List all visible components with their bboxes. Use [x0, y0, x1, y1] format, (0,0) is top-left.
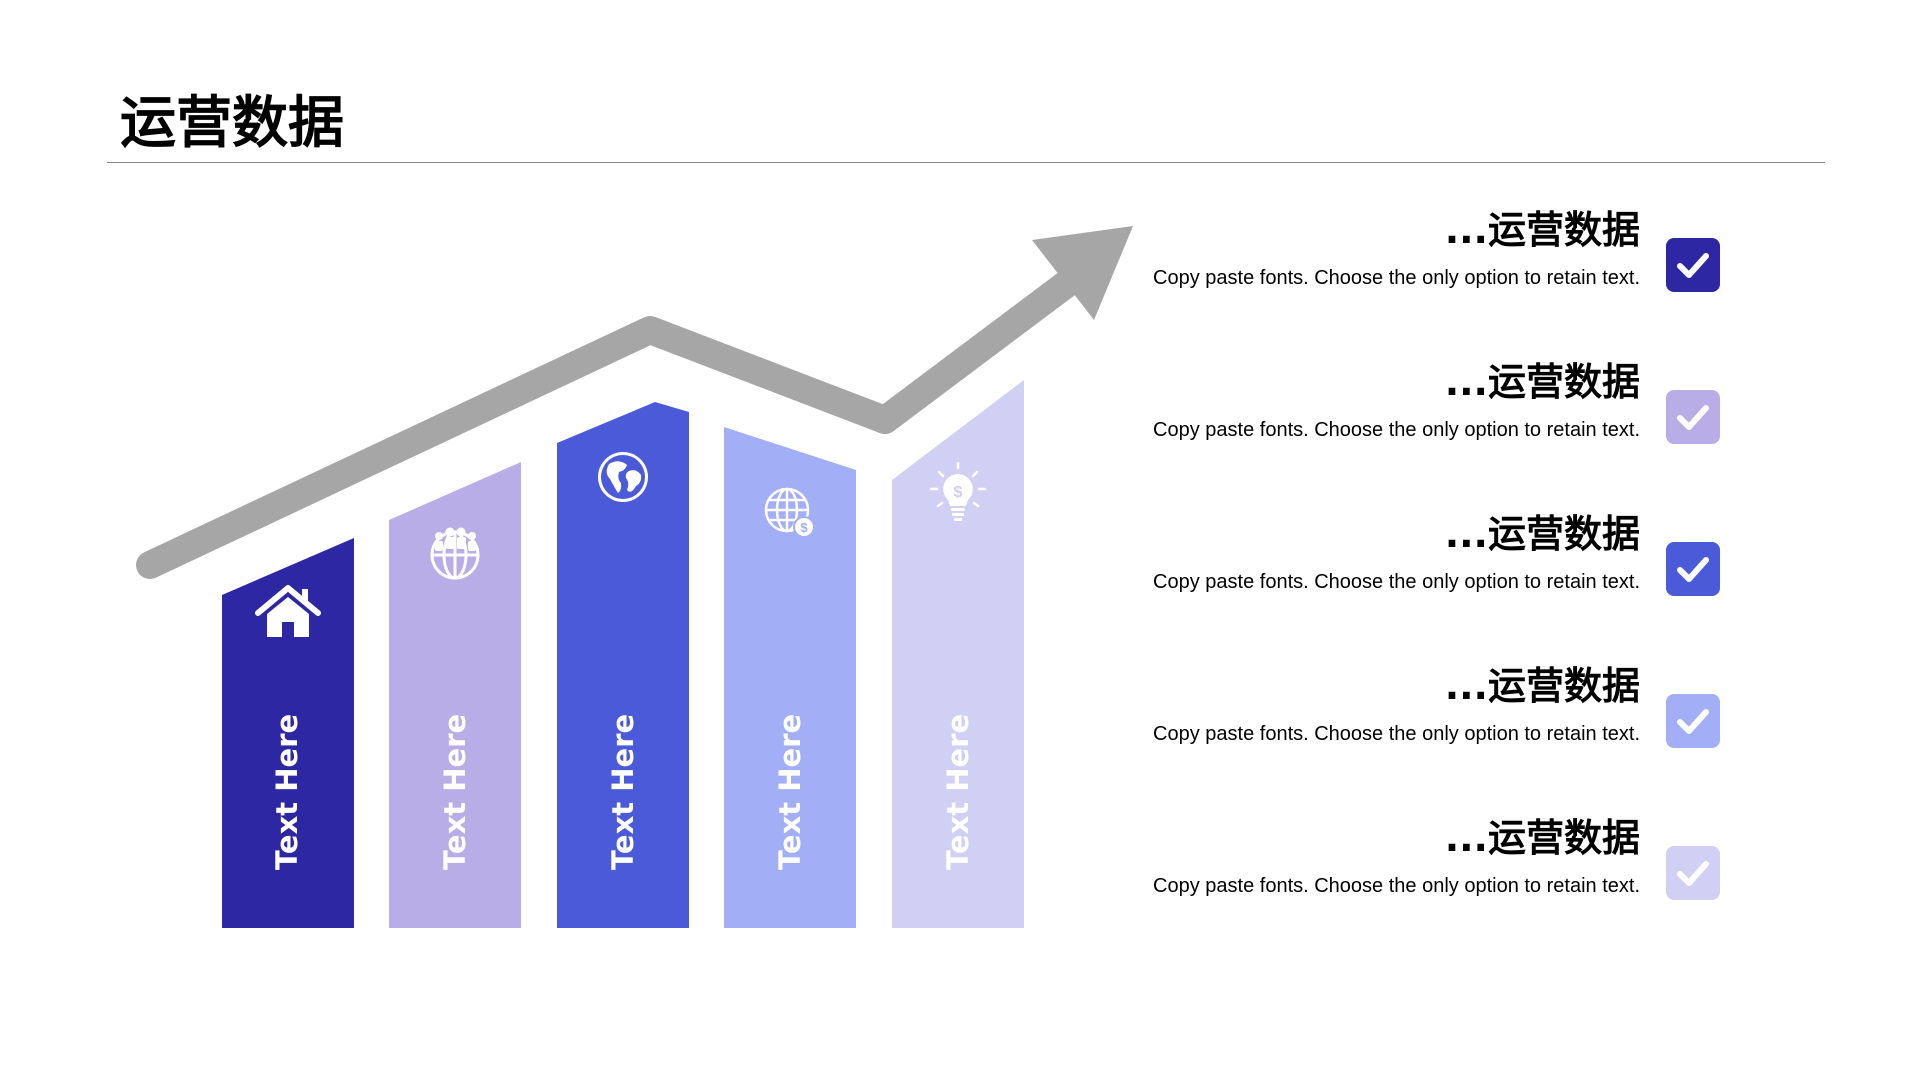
bar-4: [724, 427, 856, 928]
lightbulb-dollar-icon: $: [929, 461, 987, 521]
bar-3: [557, 402, 689, 928]
svg-text:$: $: [954, 484, 963, 501]
item-heading: ...运营数据: [1444, 664, 1640, 708]
checklist-item: ...运营数据 Copy paste fonts. Choose the onl…: [1020, 509, 1720, 619]
bar-1: [222, 538, 354, 928]
check-icon: [1666, 846, 1720, 900]
bar-5: [892, 380, 1024, 928]
item-description: Copy paste fonts. Choose the only option…: [1153, 267, 1640, 289]
checklist-item: ...运营数据 Copy paste fonts. Choose the onl…: [1020, 661, 1720, 771]
earth-globe-icon: [598, 452, 648, 502]
globe-dollar-icon: $: [764, 487, 815, 538]
check-icon: [1666, 390, 1720, 444]
item-description: Copy paste fonts. Choose the only option…: [1153, 419, 1640, 441]
bar-label: Text Here: [438, 714, 472, 870]
bar-label: Text Here: [270, 714, 304, 870]
item-heading: ...运营数据: [1444, 512, 1640, 556]
item-heading: ...运营数据: [1444, 208, 1640, 252]
checklist-item: ...运营数据 Copy paste fonts. Choose the onl…: [1020, 205, 1720, 315]
title-divider: [107, 162, 1825, 163]
house-icon: [255, 585, 321, 637]
item-heading: ...运营数据: [1444, 360, 1640, 404]
item-description: Copy paste fonts. Choose the only option…: [1153, 875, 1640, 897]
item-description: Copy paste fonts. Choose the only option…: [1153, 571, 1640, 593]
people-globe-icon: [430, 527, 480, 580]
page-title: 运营数据: [120, 91, 344, 156]
checklist-item: ...运营数据 Copy paste fonts. Choose the onl…: [1020, 357, 1720, 467]
bar-label: Text Here: [773, 714, 807, 870]
svg-text:$: $: [800, 520, 808, 535]
item-heading: ...运营数据: [1444, 816, 1640, 860]
trend-arrow: [136, 226, 1133, 579]
check-icon: [1666, 542, 1720, 596]
checklist-item: ...运营数据 Copy paste fonts. Choose the onl…: [1020, 813, 1720, 923]
bar-2: [389, 462, 521, 928]
check-icon: [1666, 238, 1720, 292]
bar-label: Text Here: [941, 714, 975, 870]
bar-label: Text Here: [606, 714, 640, 870]
check-icon: [1666, 694, 1720, 748]
item-description: Copy paste fonts. Choose the only option…: [1153, 723, 1640, 745]
